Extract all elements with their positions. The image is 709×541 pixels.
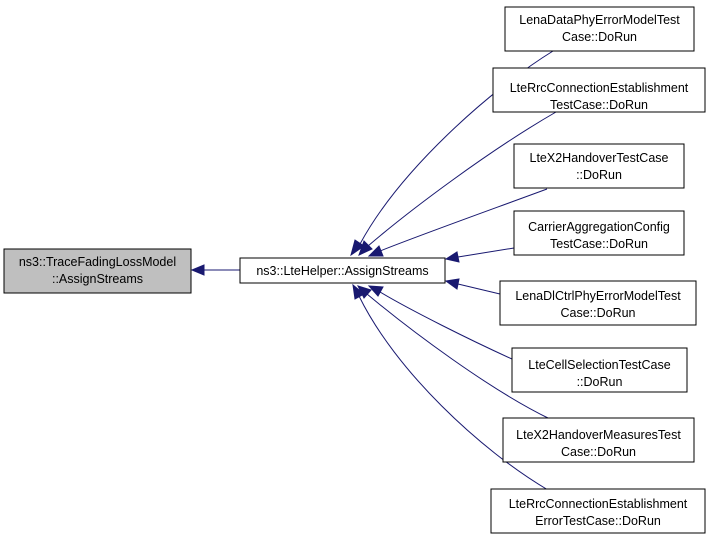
node-caller-0[interactable]: LenaDataPhyErrorModelTest Case::DoRun: [504, 6, 695, 52]
edge-caller-6: [366, 293, 551, 420]
node-caller-0-line-1: LenaDataPhyErrorModelTest: [519, 13, 680, 27]
node-caller-1-line-2: TestCase::DoRun: [550, 98, 648, 112]
node-caller-5[interactable]: LteCellSelectionTestCase ::DoRun: [511, 347, 688, 393]
node-caller-3[interactable]: CarrierAggregationConfig TestCase::DoRun: [513, 210, 685, 256]
edge-caller-3: [457, 247, 515, 258]
node-caller-3-line-2: TestCase::DoRun: [550, 237, 648, 251]
node-caller-2-line-2: ::DoRun: [576, 168, 622, 182]
node-caller-5-line-1: LteCellSelectionTestCase: [528, 358, 670, 372]
arrowhead-caller-3: [444, 251, 460, 263]
node-caller-0-line-2: Case::DoRun: [562, 30, 637, 44]
node-hub-label: ns3::LteHelper::AssignStreams: [256, 264, 428, 278]
edge-caller-5: [379, 291, 513, 360]
node-caller-4-line-2: Case::DoRun: [560, 306, 635, 320]
arrowhead-caller-2: [367, 245, 384, 257]
node-hub[interactable]: ns3::LteHelper::AssignStreams: [239, 257, 446, 284]
node-caller-6-line-1: LteX2HandoverMeasuresTest: [516, 428, 681, 442]
edges: [190, 50, 557, 491]
edge-caller-1: [367, 111, 557, 247]
node-caller-2-line-1: LteX2HandoverTestCase: [530, 151, 669, 165]
node-caller-2[interactable]: LteX2HandoverTestCase ::DoRun: [513, 143, 685, 189]
node-caller-7-line-1: LteRrcConnectionEstablishment: [509, 497, 688, 511]
node-caller-6[interactable]: LteX2HandoverMeasuresTest Case::DoRun: [502, 417, 695, 463]
edge-caller-4: [457, 283, 501, 295]
node-caller-7[interactable]: LteRrcConnectionEstablishment ErrorTestC…: [490, 488, 706, 534]
node-caller-1[interactable]: LteRrcConnectionEstablishment TestCase::…: [492, 67, 706, 113]
node-root-line-1: ns3::TraceFadingLossModel: [19, 255, 176, 269]
node-caller-6-line-2: Case::DoRun: [561, 445, 636, 459]
arrowhead-caller-0: [350, 239, 365, 257]
edge-caller-7: [358, 295, 549, 491]
arrowhead-root: [190, 264, 205, 276]
node-caller-1-line-1: LteRrcConnectionEstablishment: [510, 81, 689, 95]
edge-caller-2: [379, 188, 548, 252]
node-root-line-2: ::AssignStreams: [52, 272, 143, 286]
node-caller-3-line-1: CarrierAggregationConfig: [528, 220, 670, 234]
arrowhead-caller-4: [444, 278, 460, 290]
node-caller-5-line-2: ::DoRun: [577, 375, 623, 389]
arrowhead-caller-5: [367, 285, 384, 297]
node-caller-7-line-2: ErrorTestCase::DoRun: [535, 514, 661, 528]
node-caller-4[interactable]: LenaDlCtrlPhyErrorModelTest Case::DoRun: [499, 280, 697, 326]
node-caller-4-line-1: LenaDlCtrlPhyErrorModelTest: [515, 289, 681, 303]
node-root[interactable]: ns3::TraceFadingLossModel ::AssignStream…: [3, 248, 192, 294]
arrowhead-caller-1: [358, 240, 373, 256]
arrowhead-caller-7: [352, 283, 365, 300]
